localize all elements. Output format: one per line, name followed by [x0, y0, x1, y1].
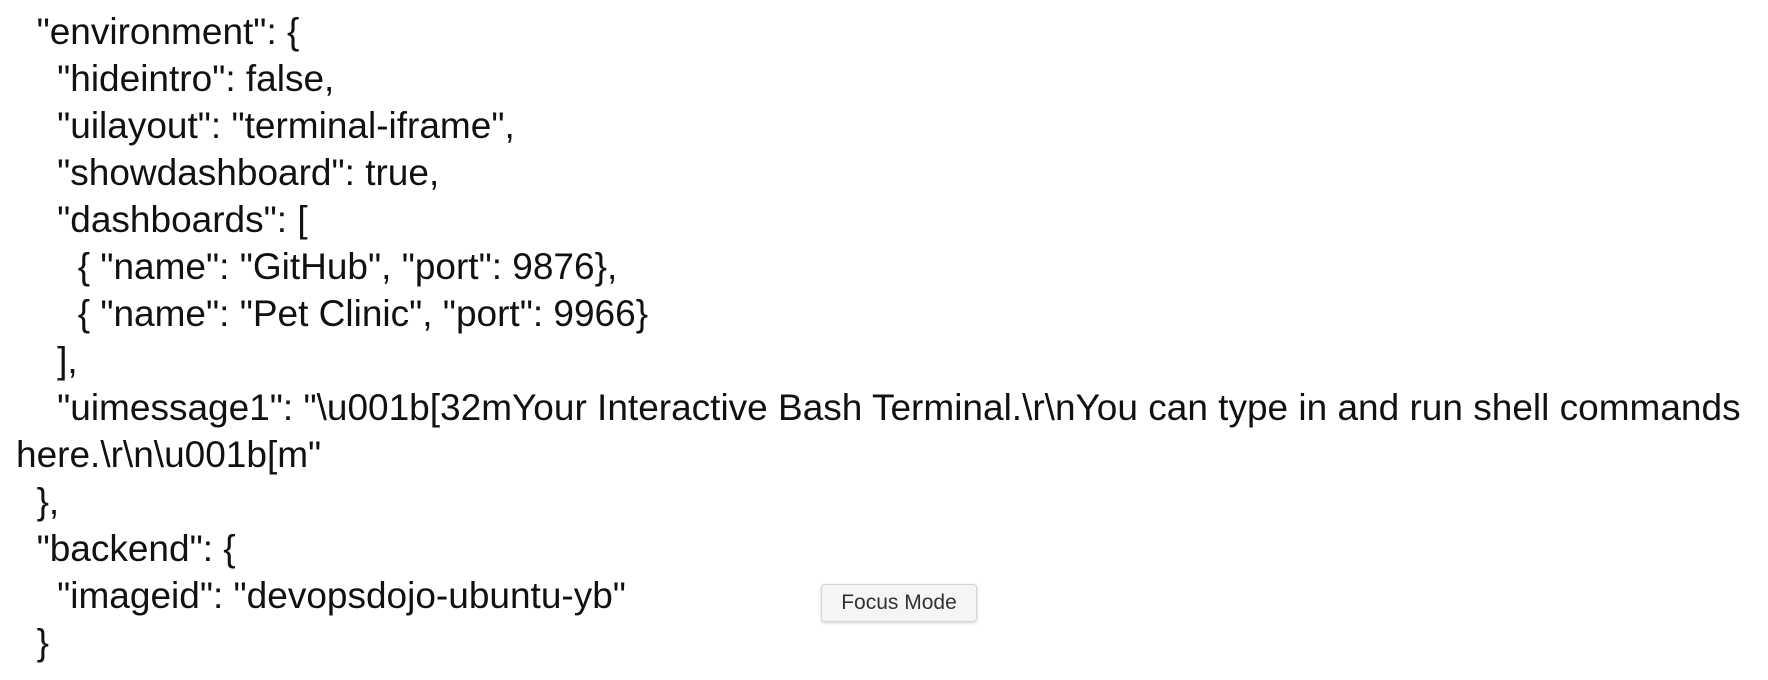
json-line-environment-close: },	[16, 481, 60, 522]
json-line-uimessage1: "uimessage1": "\u001b[32mYour Interactiv…	[16, 387, 1751, 475]
json-line-backend-close: }	[16, 622, 49, 663]
json-line-dashboard-github: { "name": "GitHub", "port": 9876},	[16, 246, 618, 287]
json-line-uilayout: "uilayout": "terminal-iframe",	[16, 105, 515, 146]
json-line-dashboards-close: ],	[16, 340, 78, 381]
json-line-environment-open: "environment": {	[16, 11, 300, 52]
focus-mode-button[interactable]: Focus Mode	[821, 584, 977, 622]
json-line-backend-open: "backend": {	[16, 528, 236, 569]
json-line-showdashboard: "showdashboard": true,	[16, 152, 440, 193]
json-line-hideintro: "hideintro": false,	[16, 58, 335, 99]
json-line-imageid: "imageid": "devopsdojo-ubuntu-yb"	[16, 575, 626, 616]
json-line-dashboards-open: "dashboards": [	[16, 199, 308, 240]
json-line-dashboard-pet-clinic: { "name": "Pet Clinic", "port": 9966}	[16, 293, 649, 334]
